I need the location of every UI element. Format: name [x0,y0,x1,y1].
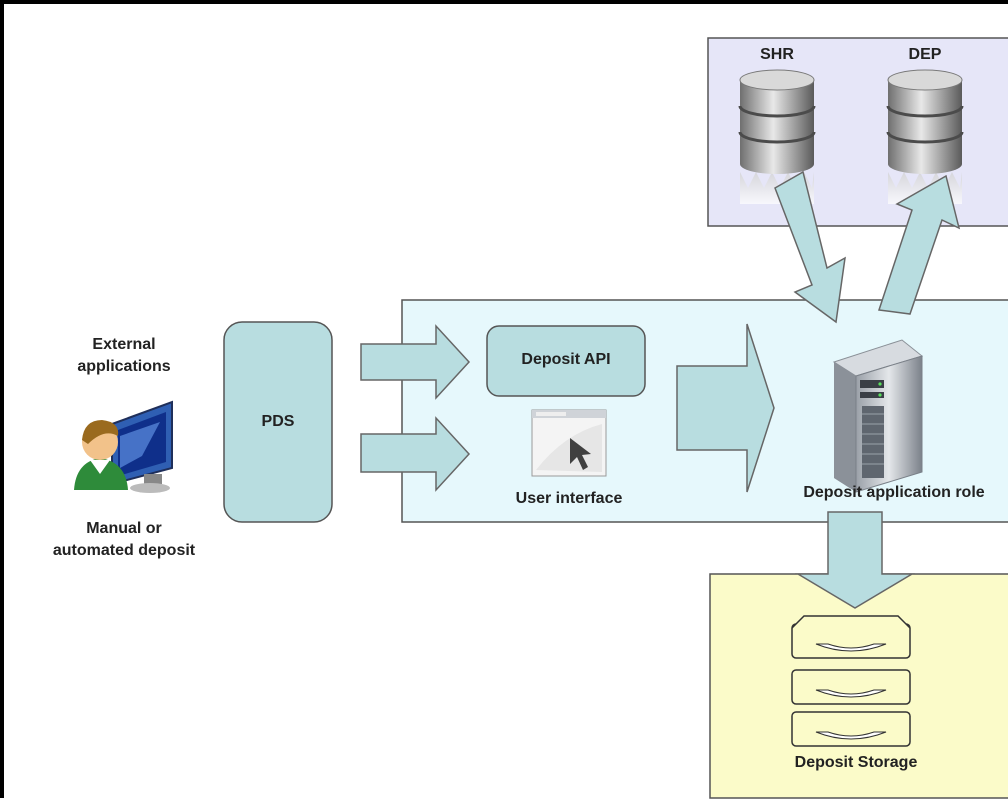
manual-label-line2: automated deposit [52,542,196,559]
dep-database-icon [886,69,964,204]
external-label-line2: applications [77,358,171,375]
user-computer-icon [74,400,173,493]
user-interface-label: User interface [515,490,623,507]
deposit-api-node [486,325,646,397]
arrow-to-server [676,323,775,493]
server-label: Deposit application role [803,484,985,501]
storage-label: Deposit Storage [794,754,918,771]
external-applications-label: External applications [44,334,204,378]
pds-node [223,321,333,523]
deposit-api-label: Deposit API [521,351,611,368]
user-interface-icon [531,409,607,477]
pds-label: PDS [261,413,295,430]
arrow-server-to-dep [878,174,961,315]
arrow-shr-to-server [774,170,846,324]
arrow-server-to-storage [795,511,915,609]
shr-label: SHR [760,46,794,63]
diagram-canvas [74,37,1008,799]
shr-database-icon [738,69,816,204]
dep-label: DEP [908,46,942,63]
server-icon [832,339,924,493]
manual-label-line1: Manual or [86,520,162,537]
arrow-pds-to-ui [360,416,471,492]
storage-stack-icon [791,615,911,747]
manual-deposit-label: Manual or automated deposit [24,518,224,562]
arrow-pds-to-api [360,324,471,400]
external-label-line1: External [92,336,156,353]
